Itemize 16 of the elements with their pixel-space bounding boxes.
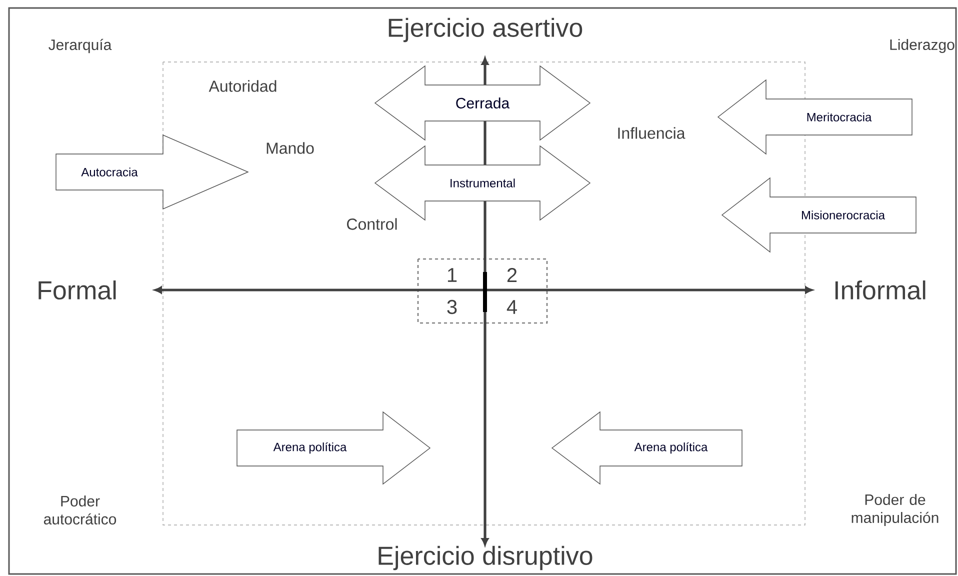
axis-label: Formal bbox=[38, 280, 116, 300]
axis-label: Ejercicio asertivo bbox=[388, 18, 582, 42]
term-label: Control bbox=[347, 218, 397, 230]
quadrant-number: 4 bbox=[506, 300, 517, 314]
term-label: Autoridad bbox=[208, 80, 276, 92]
term-label: Influencia bbox=[618, 127, 686, 139]
quadrant-number: 3 bbox=[447, 300, 457, 314]
quadrant-number: 2 bbox=[507, 268, 517, 282]
term-label: Mando bbox=[266, 142, 314, 154]
corner-label: Jerarquía bbox=[48, 38, 112, 54]
axis-label: Ejercicio disruptivo bbox=[378, 546, 592, 570]
quadrant-number: 1 bbox=[448, 268, 457, 282]
corner-label: Poder autocrático bbox=[44, 496, 116, 524]
corner-label: Liderazgo bbox=[890, 39, 954, 53]
axis-label: Informal bbox=[835, 280, 926, 300]
corner-label: Poder de manipulación bbox=[852, 494, 938, 526]
